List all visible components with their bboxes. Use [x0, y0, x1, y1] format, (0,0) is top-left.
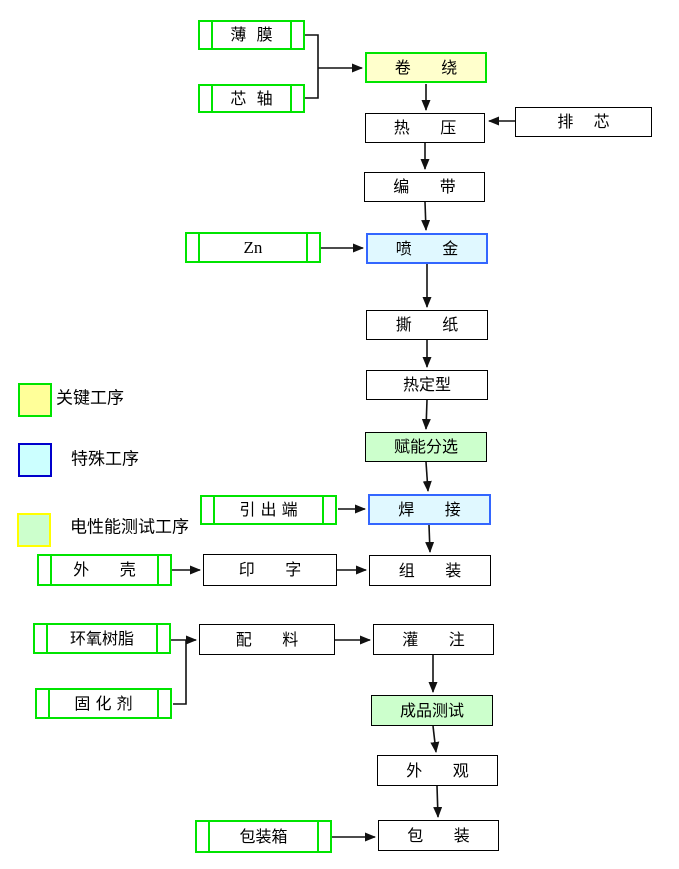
legend-label-special-process: 特殊工序	[71, 449, 139, 470]
flow-edge-welding-to-assembly	[425, 524, 435, 553]
flow-node-label: 外 壳	[73, 560, 136, 579]
flow-edge-taping-to-metalspraying	[421, 201, 431, 231]
flow-node-label: 编 带	[393, 177, 456, 196]
flow-node-core-arranging: 排 芯	[515, 107, 652, 137]
flow-node-label: 赋能分选	[393, 437, 458, 456]
input-node-inner-line	[208, 821, 210, 852]
legend-label-key-process: 关键工序	[56, 388, 124, 409]
flow-node-epoxy-resin: 环氧树脂	[33, 623, 171, 654]
legend-swatch-electrical-test-process	[17, 513, 51, 547]
flow-node-label: 热定型	[402, 375, 451, 394]
flow-node-product-testing: 成品测试	[371, 695, 493, 726]
flow-node-paper-tearing: 撕 纸	[366, 310, 488, 340]
flow-edge-producttest-to-appearance	[430, 725, 440, 753]
input-node-inner-line	[290, 21, 292, 49]
flow-node-label: 环氧树脂	[69, 628, 134, 648]
flow-node-zinc: Zn	[185, 232, 321, 263]
flow-node-label: 薄 膜	[230, 25, 273, 44]
flow-node-label: 固 化 剂	[74, 693, 133, 713]
input-node-inner-line	[317, 821, 319, 852]
flow-node-label: 配 料	[235, 629, 299, 649]
flow-node-packing-box: 包装箱	[195, 820, 332, 853]
legend-label-electrical-test-process: 电性能测试工序	[70, 517, 189, 538]
flow-node-label: 外 观	[406, 760, 469, 780]
flow-node-metal-spraying: 喷 金	[366, 233, 488, 264]
flow-node-label: 卷 绕	[394, 57, 458, 77]
flow-node-lead-terminal: 引 出 端	[200, 495, 337, 525]
legend-swatch-special-process	[18, 443, 52, 477]
flow-node-batching: 配 料	[199, 624, 335, 655]
flow-node-label: 包 装	[407, 825, 470, 845]
flow-node-label: 撕 纸	[395, 315, 459, 334]
flow-node-appearance: 外 观	[377, 755, 498, 786]
flow-node-printing: 印 字	[203, 554, 337, 586]
legend-swatch-key-process	[18, 383, 52, 417]
flow-node-label: 热 压	[393, 118, 457, 137]
flow-edge-curingagent-branch	[173, 640, 187, 705]
flow-edge-energize-to-welding	[422, 461, 432, 492]
input-node-inner-line	[48, 689, 50, 718]
flow-node-curing-agent: 固 化 剂	[35, 688, 172, 719]
input-node-inner-line	[213, 496, 215, 524]
flow-node-hot-press: 热 压	[365, 113, 485, 143]
input-node-inner-line	[322, 496, 324, 524]
flow-node-assembly: 组 装	[369, 555, 491, 586]
flow-node-shell: 外 壳	[37, 554, 172, 586]
input-node-inner-line	[290, 85, 292, 112]
input-node-inner-line	[306, 233, 308, 262]
flow-edge-heatsetting-to-energize	[421, 399, 431, 430]
flow-node-packaging: 包 装	[378, 820, 499, 851]
input-node-inner-line	[46, 624, 48, 653]
input-node-inner-line	[198, 233, 200, 262]
flow-edge-appearance-to-packaging	[433, 785, 443, 818]
input-node-inner-line	[50, 555, 52, 585]
flow-node-label: 组 装	[398, 560, 462, 580]
flow-node-label: 灌 注	[402, 629, 465, 649]
flow-edge-film-coreshaft-bracket	[305, 34, 319, 99]
flow-node-label: 喷 金	[395, 238, 459, 258]
flow-node-film: 薄 膜	[198, 20, 305, 50]
flow-node-label: 焊 接	[398, 499, 461, 519]
flow-node-heat-setting: 热定型	[366, 370, 488, 400]
flow-node-taping: 编 带	[364, 172, 485, 202]
input-node-inner-line	[157, 555, 159, 585]
input-node-inner-line	[211, 85, 213, 112]
flow-node-welding: 焊 接	[368, 494, 491, 525]
input-node-inner-line	[211, 21, 213, 49]
input-node-inner-line	[156, 624, 158, 653]
flow-node-label: 成品测试	[399, 700, 464, 720]
flow-node-core-shaft: 芯 轴	[198, 84, 305, 113]
flow-node-label: Zn	[243, 238, 263, 257]
flow-node-potting: 灌 注	[373, 624, 494, 655]
flow-node-label: 排 芯	[557, 112, 610, 131]
flow-node-label: 引 出 端	[239, 500, 298, 519]
flow-node-label: 芯 轴	[230, 88, 273, 108]
flow-node-label: 包装箱	[239, 826, 288, 846]
flow-node-label: 印 字	[238, 560, 302, 579]
flow-node-energize-sorting: 赋能分选	[365, 432, 487, 462]
flow-node-winding: 卷 绕	[365, 52, 487, 83]
input-node-inner-line	[157, 689, 159, 718]
